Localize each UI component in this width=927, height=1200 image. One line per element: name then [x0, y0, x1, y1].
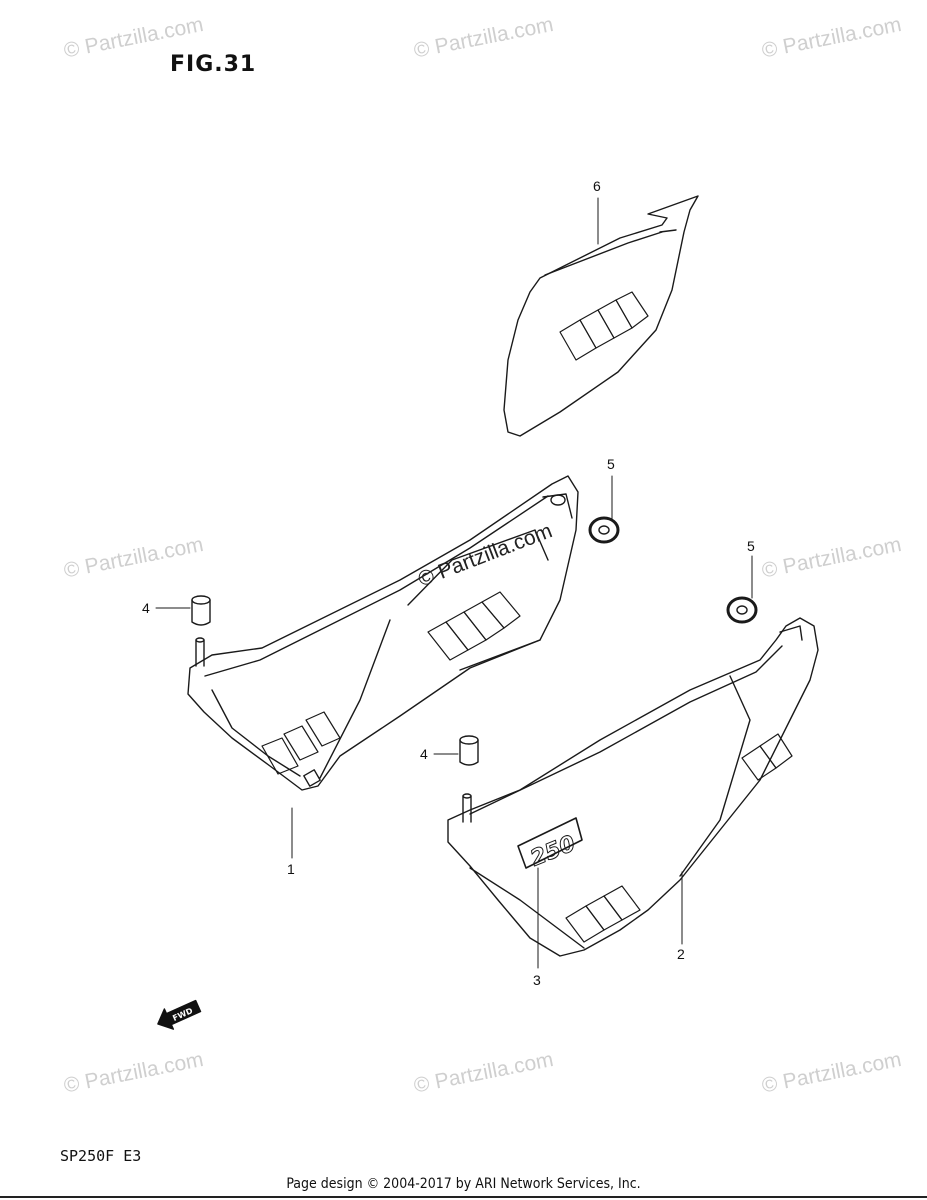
- callout-label: 4: [420, 746, 428, 762]
- part-5-grommet-lower: [726, 596, 758, 624]
- forward-arrow-label: FWD: [171, 1006, 194, 1023]
- callout-label: 5: [747, 538, 755, 554]
- part-4-cap-lower: [459, 735, 479, 766]
- callout-label: 3: [533, 972, 541, 988]
- part-4-cap-upper: [191, 595, 211, 626]
- callout-label: 6: [593, 178, 601, 194]
- callout-label: 1: [287, 861, 295, 877]
- callout-label: 2: [677, 946, 685, 962]
- leader-lines: [155, 197, 753, 969]
- footer-rule: [0, 1196, 927, 1198]
- figure-title: FIG.31: [170, 52, 257, 77]
- part-2-frame-cover: 250: [447, 617, 819, 957]
- footer-copyright: Page design © 2004-2017 by ARI Network S…: [286, 1176, 641, 1192]
- part-6-cover: [503, 195, 699, 437]
- forward-arrow-icon: FWD: [157, 999, 202, 1030]
- part-1-frame-cover: [187, 475, 579, 791]
- model-code: SP250F E3: [60, 1147, 142, 1165]
- callout-label: 4: [142, 600, 150, 616]
- part-5-grommet-upper: [588, 516, 620, 544]
- callout-label: 5: [607, 456, 615, 472]
